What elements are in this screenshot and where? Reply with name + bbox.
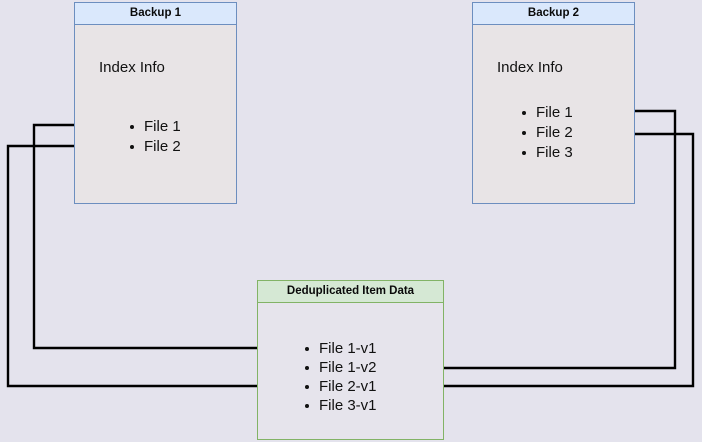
list-item: File 1: [127, 117, 181, 137]
node-backup-2[interactable]: Backup 2 Index Info File 1 File 2 File 3: [472, 2, 635, 204]
node-backup-2-file-list: File 1 File 2 File 3: [519, 103, 573, 163]
list-item: File 1-v2: [302, 358, 377, 377]
node-backup-1-file-list: File 1 File 2: [127, 117, 181, 157]
node-deduplicated-item-data-file-list: File 1-v1 File 1-v2 File 2-v1 File 3-v1: [302, 339, 377, 415]
node-deduplicated-item-data-header: Deduplicated Item Data: [258, 281, 443, 303]
node-backup-1-header: Backup 1: [75, 3, 236, 25]
list-item: File 2-v1: [302, 377, 377, 396]
list-item: File 1: [519, 103, 573, 123]
node-backup-2-header: Backup 2: [473, 3, 634, 25]
node-backup-1[interactable]: Backup 1 Index Info File 1 File 2: [74, 2, 237, 204]
node-backup-2-caption: Index Info: [497, 59, 563, 76]
list-item: File 2: [519, 123, 573, 143]
list-item: File 3-v1: [302, 396, 377, 415]
node-backup-1-caption: Index Info: [99, 59, 165, 76]
list-item: File 2: [127, 137, 181, 157]
node-deduplicated-item-data[interactable]: Deduplicated Item Data File 1-v1 File 1-…: [257, 280, 444, 440]
list-item: File 3: [519, 143, 573, 163]
list-item: File 1-v1: [302, 339, 377, 358]
